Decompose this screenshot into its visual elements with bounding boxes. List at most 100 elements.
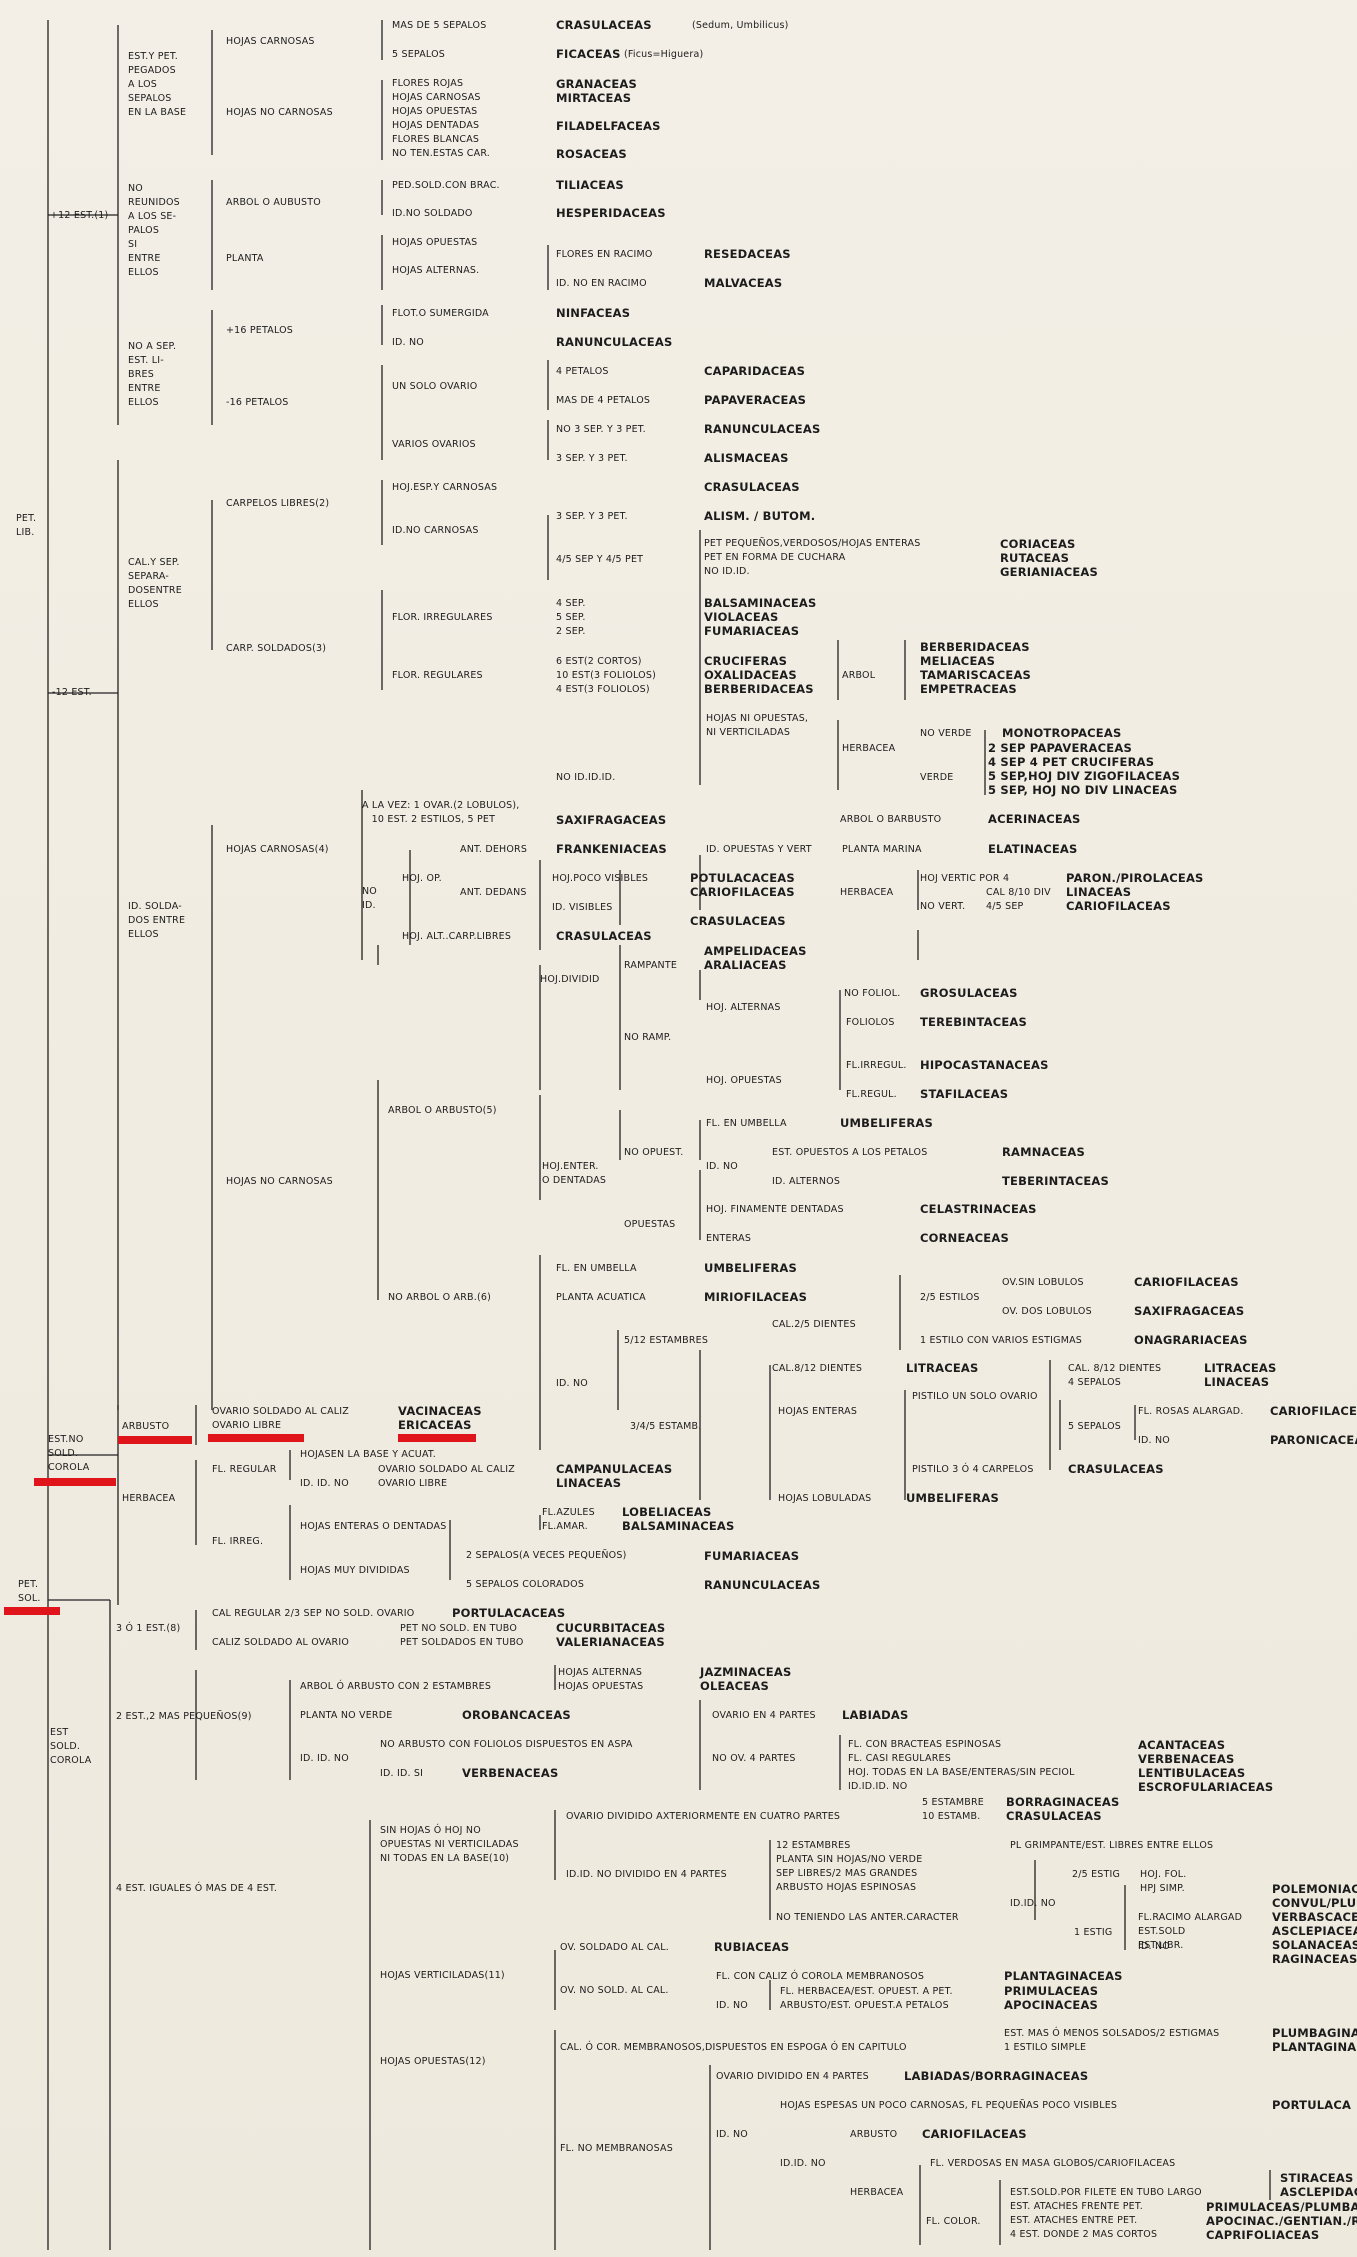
family-corneaceas: CORNEACEAS bbox=[920, 1231, 1009, 1245]
pet-no-sold-label: PET NO SOLD. EN TUBO bbox=[400, 1623, 518, 1634]
family-vacinaceas: VACINACEAS bbox=[398, 1404, 482, 1418]
family-umbeliferas: UMBELIFERAS bbox=[840, 1116, 933, 1130]
ped-sold-label: PED.SOLD.CON BRAC. bbox=[392, 180, 500, 191]
no-arbol-label: NO ARBOL O ARB.(6) bbox=[388, 1292, 492, 1303]
tres-1-est-label: 3 Ó 1 EST.(8) bbox=[116, 1623, 181, 1634]
ov-dos-lobulos-label: OV. DOS LOBULOS bbox=[1002, 1306, 1092, 1317]
highlight-ericaceas bbox=[398, 1434, 476, 1442]
no-ov-4-label: NO OV. 4 PARTES bbox=[712, 1753, 796, 1764]
planta-marina-label: PLANTA MARINA bbox=[842, 844, 922, 855]
id-no-carnosas-label: ID.NO CARNOSAS bbox=[392, 525, 479, 536]
hojas-alt-op-list: HOJAS ALTERNAS HOJAS OPUESTAS bbox=[558, 1667, 644, 1692]
ov-libre-label: OVARIO LIBRE bbox=[212, 1420, 282, 1431]
cuatro-est-label: 4 EST. IGUALES Ó MAS DE 4 EST. bbox=[116, 1883, 278, 1894]
fl-color-label: FL. COLOR. bbox=[926, 2216, 981, 2227]
family-celastrinaceas: CELASTRINACEAS bbox=[920, 1202, 1037, 1216]
family-berberidaceas-list: BERBERIDACEAS MELIACEAS TAMARISCACEAS EM… bbox=[920, 640, 1032, 696]
mas-16-petalos-label: +16 PETALOS bbox=[226, 325, 294, 336]
hoj-vertic-label: HOJ VERTIC POR 4 bbox=[920, 873, 1010, 884]
hojas-ni-opuestas-label: HOJAS NI OPUESTAS, NI VERTICILADAS bbox=[706, 713, 809, 738]
family-crasulaceas: CRASULACEAS bbox=[556, 18, 652, 32]
hojas-muy-div-label: HOJAS MUY DIVIDIDAS bbox=[300, 1565, 410, 1576]
est-count-list-2: 5 ESTAMBRE 10 ESTAMB. bbox=[922, 1797, 984, 1822]
family-elatinaceas: ELATINACEAS bbox=[988, 842, 1078, 856]
family-cariofilaceas: CARIOFILACEAS bbox=[1134, 1275, 1239, 1289]
highlight-ovario-libre bbox=[208, 1434, 304, 1442]
no-arbusto-label: NO ARBUSTO CON FOLIOLOS DISPUESTOS EN AS… bbox=[380, 1739, 633, 1750]
family-paronicaceas: PARONICACEA bbox=[1270, 1433, 1357, 1447]
family-monotropaceas: MONOTROPACEAS bbox=[1002, 726, 1122, 740]
fl-irregul-label: FL.IRREGUL. bbox=[846, 1060, 907, 1071]
pet-traits-list: PET PEQUEÑOS,VERDOSOS/HOJAS ENTERAS PET … bbox=[704, 538, 921, 577]
hojas-espesas-label: HOJAS ESPESAS UN POCO CARNOSAS, FL PEQUE… bbox=[780, 2100, 1118, 2111]
hojas-verticiladas-label: HOJAS VERTICILADAS(11) bbox=[380, 1970, 505, 1981]
family-balsaminaceas-list: BALSAMINACEAS VIOLACEAS FUMARIACEAS bbox=[704, 596, 817, 638]
hojas-no-carnosas-2-label: HOJAS NO CARNOSAS bbox=[226, 1176, 333, 1187]
herbacea-label: HERBACEA bbox=[842, 743, 896, 754]
cinco-12-estambres-label: 5/12 ESTAMBRES bbox=[624, 1335, 709, 1346]
est-sold-list: EST.SOLD.POR FILETE EN TUBO LARGO EST. A… bbox=[1010, 2187, 1202, 2240]
id-id-no-3-label: ID.ID. NO bbox=[1010, 1898, 1056, 1909]
id-no-6-label: ID. NO bbox=[716, 2000, 748, 2011]
family-filadelfaceas: FILADELFACEAS bbox=[556, 119, 661, 133]
family-valerianaceas: VALERIANACEAS bbox=[556, 1635, 665, 1649]
family-cariofilaceas-2: CARIOFILACE bbox=[1270, 1404, 1357, 1418]
highlight-arbusto bbox=[118, 1436, 192, 1444]
fl-irreg-label: FL. IRREG. bbox=[212, 1536, 264, 1547]
arbol-barbusto-label: ARBOL O BARBUSTO bbox=[840, 814, 942, 825]
est-no-sold-label: EST.NO SOLD. COROLA bbox=[48, 1434, 90, 1473]
family-stiraceas-list: STIRACEAS ASCLEPIDAC bbox=[1280, 2171, 1357, 2199]
highlight-pet-sol bbox=[4, 1607, 60, 1615]
est-count-list: 6 EST(2 CORTOS) 10 EST(3 FOLIOLOS) 4 EST… bbox=[556, 656, 656, 695]
hoj-alternas-label: HOJ. ALTERNAS bbox=[706, 1002, 781, 1013]
fl-umbella-label: FL. EN UMBELLA bbox=[706, 1118, 787, 1129]
highlight-est-no-sold bbox=[34, 1478, 116, 1486]
id-opuestas-vert-label: ID. OPUESTAS Y VERT bbox=[706, 844, 812, 855]
family-labiadas-borraginaceas: LABIADAS/BORRAGINACEAS bbox=[904, 2069, 1089, 2083]
rampante-label: RAMPANTE bbox=[624, 960, 678, 971]
ov-sold-cal-label: OV. SOLDADO AL CAL. bbox=[560, 1942, 669, 1953]
ant-dehors-label: ANT. DEHORS bbox=[460, 844, 528, 855]
dos-sepalos-label: 2 SEPALOS(A VECES PEQUEÑOS) bbox=[466, 1550, 627, 1561]
ov-sin-lobulos-label: OV.SIN LOBULOS bbox=[1002, 1277, 1084, 1288]
family-potulacaceas-list: POTULACACEAS CARIOFILACEAS bbox=[690, 871, 795, 899]
tres-4-5-label: 3/4/5 ESTAMB. bbox=[630, 1421, 702, 1432]
id-id-no-2-label: ID. ID. NO bbox=[300, 1753, 349, 1764]
family-malvaceas: MALVACEAS bbox=[704, 276, 783, 290]
family-ranunculaceas-3: RANUNCULACEAS bbox=[704, 1578, 821, 1592]
cal-8-12-b-label: CAL. 8/12 DIENTES 4 SEPALOS bbox=[1068, 1363, 1162, 1388]
family-umbeliferas-2: UMBELIFERAS bbox=[704, 1261, 797, 1275]
id-id-no-div-label: ID.ID. NO DIVIDIDO EN 4 PARTES bbox=[566, 1869, 727, 1880]
family-cruciferas-list: CRUCIFERAS OXALIDACEAS BERBERIDACEAS bbox=[704, 654, 814, 696]
verde-families-list: 2 SEP PAPAVERACEAS 4 SEP 4 PET CRUCIFERA… bbox=[988, 741, 1181, 797]
family-cariofilaceas-3: CARIOFILACEAS bbox=[922, 2127, 1027, 2141]
verde-label: VERDE bbox=[920, 772, 954, 783]
family-stafilaceas: STAFILACEAS bbox=[920, 1087, 1009, 1101]
ov-div-4-label: OVARIO DIVIDIDO EN 4 PARTES bbox=[716, 2071, 869, 2082]
ov-list: OVARIO SOLDADO AL CALIZ OVARIO LIBRE bbox=[378, 1464, 516, 1489]
family-grosulaceas: GROSULACEAS bbox=[920, 986, 1018, 1000]
cuatro-5-sep-label: 4/5 SEP Y 4/5 PET bbox=[556, 554, 644, 565]
family-acerinaceas: ACERINACEAS bbox=[988, 812, 1081, 826]
fl-regular-label: FL. REGULAR bbox=[212, 1464, 277, 1475]
family-primulaceas-list: PRIMULACEAS APOCINACEAS bbox=[1004, 1984, 1099, 2012]
mas-4-petalos-label: MAS DE 4 PETALOS bbox=[556, 395, 651, 406]
caliz-soldado-label: CALIZ SOLDADO AL OVARIO bbox=[212, 1637, 350, 1648]
no-foliol-label: NO FOLIOL. bbox=[844, 988, 901, 999]
hoj-esp-label: HOJ.ESP.Y CARNOSAS bbox=[392, 482, 498, 493]
id-id-si-label: ID. ID. SI bbox=[380, 1768, 424, 1779]
arbol-2est-label: ARBOL Ó ARBUSTO CON 2 ESTAMBRES bbox=[300, 1681, 492, 1692]
family-umbeliferas-3: UMBELIFERAS bbox=[906, 1491, 999, 1505]
family-caparidaceas: CAPARIDACEAS bbox=[704, 364, 806, 378]
no-vert-label: NO VERT. bbox=[920, 901, 966, 912]
flot-label: FLOT.O SUMERGIDA bbox=[392, 308, 489, 319]
family-miriofilaceas: MIRIOFILACEAS bbox=[704, 1290, 808, 1304]
cal-sep-separ-label: CAL.Y SEP. SEPARA- DOSENTRE ELLOS bbox=[128, 557, 182, 610]
cinco-sepalos-2-label: 5 SEPALOS bbox=[1068, 1421, 1121, 1432]
est-mas-list: EST. MAS Ó MENOS SOLSADOS/2 ESTIGMAS 1 E… bbox=[1004, 2028, 1220, 2053]
pistilo-un-label: PISTILO UN SOLO OVARIO bbox=[912, 1391, 1038, 1402]
hojas-no-carnosas-label: HOJAS NO CARNOSAS bbox=[226, 107, 333, 118]
arbusto-2-label: ARBUSTO bbox=[850, 2129, 898, 2140]
dos-5-estilos-label: 2/5 ESTILOS bbox=[920, 1292, 980, 1303]
no-id-id-id-label: NO ID.ID.ID. bbox=[556, 772, 616, 783]
